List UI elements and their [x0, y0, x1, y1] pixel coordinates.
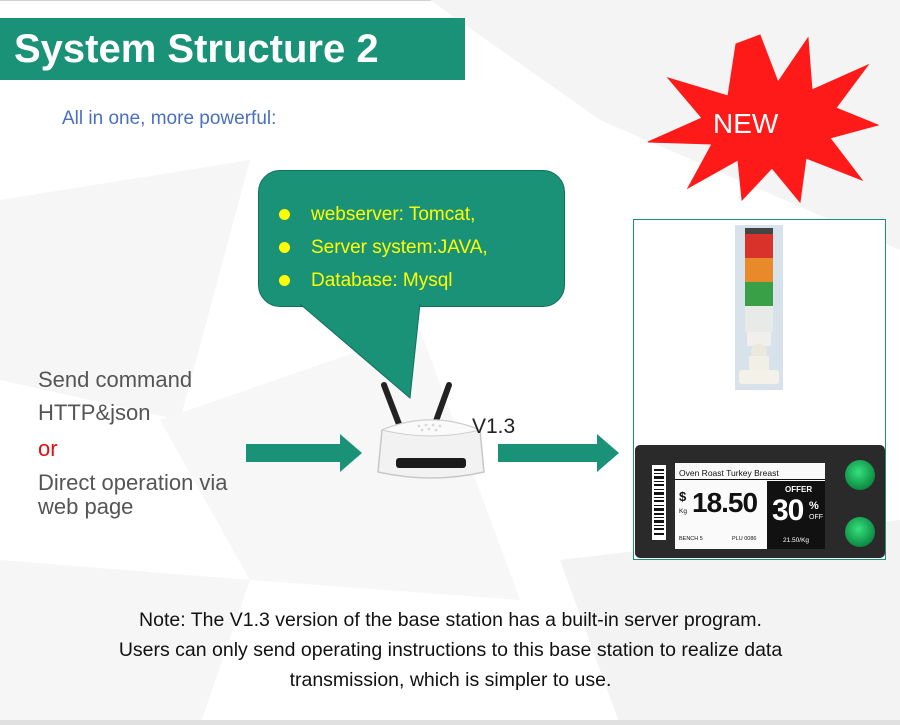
web-page-text: web page: [38, 494, 134, 519]
esl-screen: Oven Roast Turkey Breast $ Kg 18.50 BENC…: [675, 463, 825, 549]
esl-weight-unit: Kg: [679, 508, 687, 515]
esl-offer-box: OFFER 30 % OFF 21.50/Kg: [767, 481, 825, 549]
esl-product-name: Oven Roast Turkey Breast: [679, 468, 779, 478]
esl-button-bottom[interactable]: [845, 517, 875, 547]
send-command-text: Send command: [38, 367, 193, 392]
signal-light-tower-icon: [735, 225, 783, 390]
http-json-text: HTTP&json: [38, 400, 151, 425]
version-label: V1.3: [472, 415, 516, 438]
feature-item: webserver: Tomcat,: [275, 198, 488, 231]
router-icon: [377, 382, 485, 479]
bullet-icon: [279, 242, 290, 253]
barcode-icon: [652, 465, 666, 540]
slide-title: System Structure 2: [0, 18, 465, 80]
arrow-right-icon: [498, 434, 619, 472]
esl-unit-price: 21.50/Kg: [783, 537, 810, 544]
esl-price: 18.50: [692, 487, 758, 518]
esl-percent-sign: %: [809, 500, 819, 512]
slide-subtitle: All in one, more powerful:: [62, 108, 277, 129]
esl-bench: BENCH 5: [679, 536, 703, 542]
bullet-icon: [279, 209, 290, 220]
note-line-3: transmission, which is simpler to use.: [289, 669, 612, 691]
esl-button-top[interactable]: [845, 460, 875, 490]
direct-operation-text: Direct operation via: [38, 470, 228, 495]
note-text: Note: The V1.3 version of the base stati…: [28, 605, 873, 695]
bullet-icon: [279, 275, 290, 286]
feature-item: Server system:JAVA,: [275, 231, 488, 264]
feature-item: Database: Mysql: [275, 264, 488, 297]
callout-pointer: [300, 303, 421, 399]
note-line-2: Users can only send operating instructio…: [118, 639, 783, 661]
starburst-icon: [647, 34, 880, 204]
esl-off-label: OFF: [809, 514, 823, 521]
features-list: webserver: Tomcat, Server system:JAVA, D…: [275, 198, 488, 297]
or-text: or: [38, 436, 58, 461]
arrow-right-icon: [246, 434, 362, 472]
esl-plu: PLU 0086: [732, 536, 757, 542]
note-line-1: Note: The V1.3 version of the base stati…: [139, 609, 762, 631]
esl-offer-label: OFFER: [785, 485, 813, 494]
new-badge-label: NEW: [713, 108, 779, 139]
esl-currency: $: [679, 489, 687, 504]
esl-percent: 30: [772, 494, 804, 527]
